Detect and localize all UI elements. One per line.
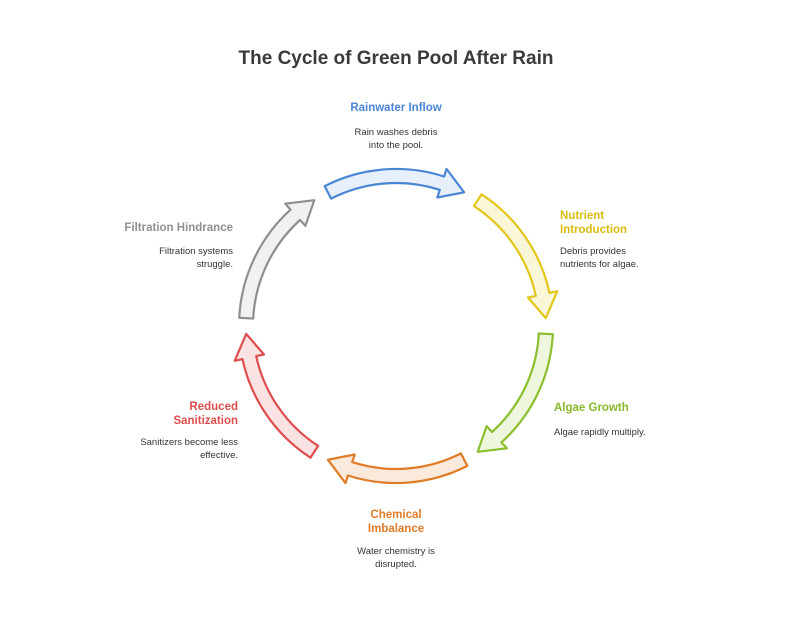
arrow-chemical-imbalance [326,452,469,485]
arrow-filtration-hindrance [238,199,316,320]
diagram-title: The Cycle of Green Pool After Rain [238,48,554,69]
step-rainwater-inflow-description: Rain washes debris into the pool. [354,127,438,151]
step-algae-growth-description: Algae rapidly multiply. [554,427,646,438]
arrow-nutrient-introduction [472,193,559,320]
step-filtration-hindrance-description: Filtration systems struggle. [159,246,233,270]
arrow-rainwater-inflow [323,167,466,200]
step-nutrient-introduction-description: Debris provides nutrients for algae. [560,246,639,270]
step-algae-growth-label: Algae Growth [554,402,629,414]
step-rainwater-inflow-label: Rainwater Inflow [350,102,442,114]
step-chemical-imbalance-description: Water chemistry is disrupted. [357,546,435,570]
step-chemical-imbalance-label: Chemical Imbalance [367,509,425,535]
step-nutrient-introduction-label: Nutrient Introduction [560,210,628,236]
arrow-reduced-sanitization [233,332,320,459]
step-filtration-hindrance-label: Filtration Hindrance [124,222,233,234]
step-reduced-sanitization-label: Reduced Sanitization [173,401,238,427]
arrow-algae-growth [476,332,554,453]
step-reduced-sanitization-description: Sanitizers become less effective. [140,437,238,461]
